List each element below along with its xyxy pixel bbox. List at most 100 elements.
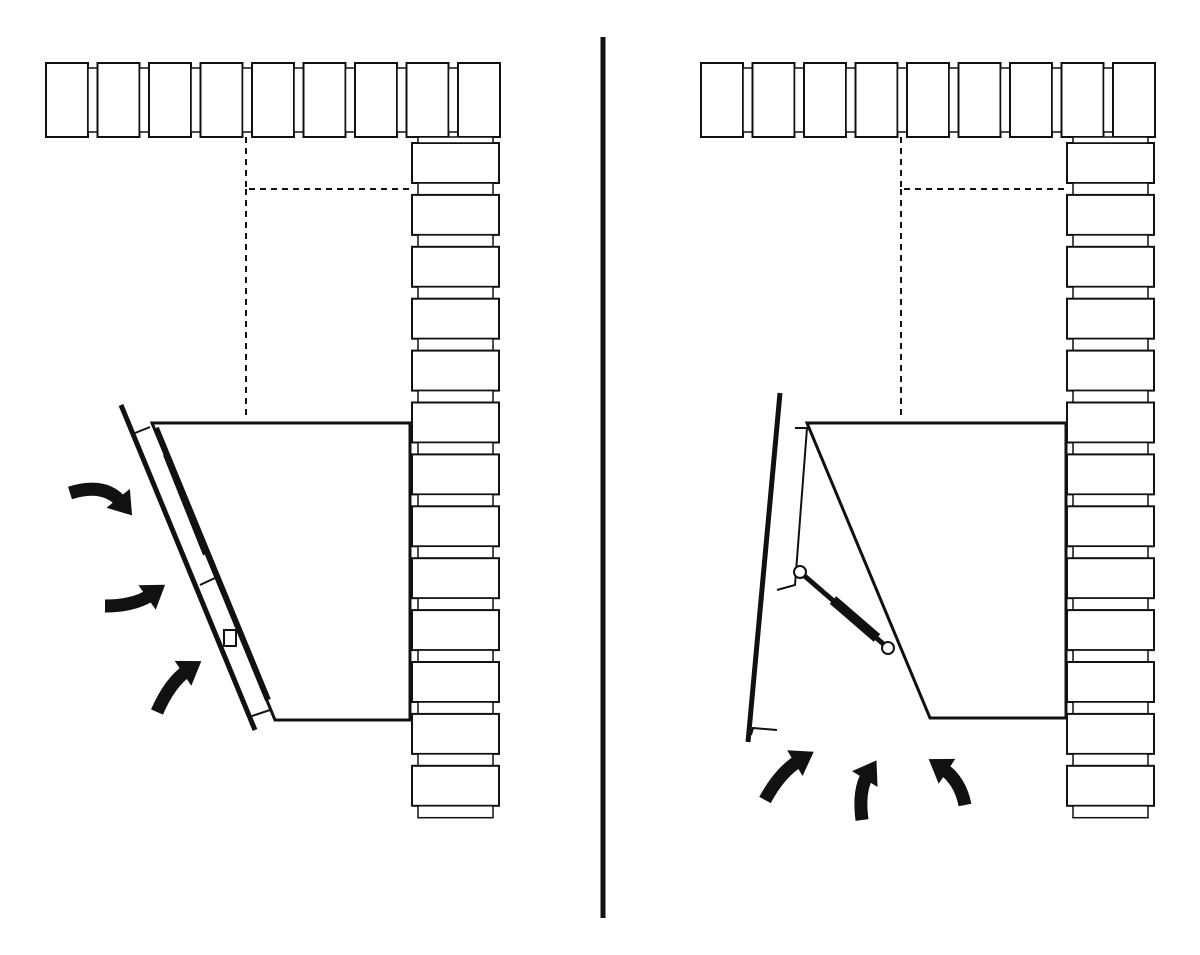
mortar-joint bbox=[1072, 441, 1149, 456]
mortar-joint bbox=[417, 234, 494, 248]
airflow-arrow-head-icon bbox=[928, 758, 956, 784]
right-panel bbox=[700, 62, 1156, 821]
airflow-arrow-shaft bbox=[104, 588, 156, 613]
wall-brick-side bbox=[1066, 297, 1155, 340]
wall-brick-top bbox=[405, 62, 450, 138]
wall-brick-side bbox=[1066, 453, 1155, 496]
airflow-arrow-head-icon bbox=[174, 660, 202, 686]
mortar-joint bbox=[1072, 337, 1149, 352]
mortar-joint bbox=[417, 337, 494, 352]
mortar-joint bbox=[1072, 136, 1149, 144]
mortar-joint bbox=[1072, 701, 1149, 715]
mortar-joint bbox=[417, 649, 494, 663]
wall-brick-side bbox=[1066, 764, 1155, 807]
panel-bracket bbox=[251, 709, 271, 717]
airflow-arrow-head-icon bbox=[106, 488, 133, 516]
wall-brick-side bbox=[1066, 557, 1155, 600]
mortar-joint bbox=[1072, 286, 1149, 300]
wall-brick-side bbox=[1066, 609, 1155, 652]
wall-brick-side bbox=[411, 764, 500, 807]
wall-brick-side bbox=[411, 193, 500, 236]
mortar-joint bbox=[742, 67, 754, 133]
panel-bracket bbox=[134, 426, 151, 434]
wall-brick-side bbox=[411, 453, 500, 496]
chimney-dashed-outline bbox=[900, 137, 1069, 190]
wall-brick-top bbox=[700, 62, 744, 138]
glass-panel-open bbox=[745, 392, 783, 743]
mortar-joint bbox=[896, 67, 908, 133]
wall-brick-top bbox=[251, 62, 295, 138]
wall-brick-top bbox=[1009, 62, 1053, 138]
mortar-joint bbox=[1072, 389, 1149, 404]
mortar-joint bbox=[1072, 753, 1149, 767]
mortar-joint bbox=[241, 67, 253, 133]
airflow-arrow-shaft bbox=[68, 482, 128, 508]
strut-pivot-icon bbox=[881, 641, 895, 655]
mortar-joint bbox=[1072, 649, 1149, 663]
wall-brick-side bbox=[411, 401, 500, 444]
strut-pivot-icon bbox=[793, 565, 807, 579]
wall-brick-side bbox=[411, 142, 500, 184]
gas-strut-cylinder bbox=[829, 596, 881, 642]
wall-brick-side bbox=[1066, 245, 1155, 288]
mortar-joint bbox=[417, 286, 494, 300]
wall-brick-top bbox=[96, 62, 141, 138]
wall-brick-top bbox=[457, 62, 501, 138]
wall-brick-top bbox=[957, 62, 1002, 138]
panel-bracket bbox=[199, 577, 216, 586]
mortar-joint bbox=[417, 182, 494, 196]
wall-brick-side bbox=[1066, 193, 1155, 236]
wall-brick-top bbox=[45, 62, 89, 138]
mortar-joint bbox=[417, 597, 494, 611]
mortar-joint bbox=[190, 67, 202, 133]
mortar-joint bbox=[948, 67, 960, 133]
wall-brick-side bbox=[411, 661, 500, 703]
wall-brick-side bbox=[411, 505, 500, 548]
mortar-joint bbox=[417, 701, 494, 715]
hinge-icon bbox=[223, 629, 237, 647]
airflow-arrow-shaft bbox=[854, 770, 874, 821]
mortar-joint bbox=[1072, 597, 1149, 611]
mortar-joint bbox=[845, 67, 857, 133]
mortar-joint bbox=[87, 67, 99, 133]
airflow-arrow-shaft bbox=[151, 664, 192, 715]
wall-brick-side bbox=[1066, 349, 1155, 392]
wall-brick-side bbox=[1066, 712, 1155, 755]
airflow-arrow-shaft bbox=[759, 754, 804, 804]
mortar-joint bbox=[793, 67, 805, 133]
mortar-joint bbox=[1102, 67, 1114, 133]
wall-brick-side bbox=[411, 245, 500, 288]
wall-brick-top bbox=[354, 62, 398, 138]
hood-inner-slot bbox=[163, 454, 205, 556]
wall-brick-top bbox=[803, 62, 847, 138]
wall-brick-top bbox=[148, 62, 192, 138]
mortar-joint bbox=[1072, 234, 1149, 248]
wall-brick-top bbox=[1060, 62, 1105, 138]
wall-brick-side bbox=[1066, 505, 1155, 548]
mortar-joint bbox=[293, 67, 305, 133]
mortar-joint bbox=[417, 805, 494, 819]
mortar-joint bbox=[447, 67, 459, 133]
mortar-joint bbox=[1051, 67, 1063, 133]
wall-brick-top bbox=[1112, 62, 1156, 138]
mortar-joint bbox=[1072, 493, 1149, 508]
mortar-joint bbox=[417, 136, 494, 144]
mortar-joint bbox=[417, 441, 494, 456]
mortar-joint bbox=[138, 67, 150, 133]
airflow-arrow-head-icon bbox=[852, 760, 878, 788]
mortar-joint bbox=[417, 753, 494, 767]
hood-body bbox=[804, 421, 1068, 720]
glass-panel bbox=[118, 404, 258, 731]
wall-brick-side bbox=[411, 349, 500, 392]
panel-handle bbox=[750, 726, 778, 736]
mortar-joint bbox=[417, 389, 494, 404]
hood-front-edge bbox=[153, 426, 271, 702]
mortar-joint bbox=[1072, 805, 1149, 819]
wall-brick-side bbox=[411, 557, 500, 600]
airflow-arrow-head-icon bbox=[138, 584, 166, 610]
mortar-joint bbox=[1072, 182, 1149, 196]
wall-brick-side bbox=[1066, 661, 1155, 703]
wall-brick-top bbox=[199, 62, 244, 138]
panel-frame bbox=[776, 427, 809, 591]
